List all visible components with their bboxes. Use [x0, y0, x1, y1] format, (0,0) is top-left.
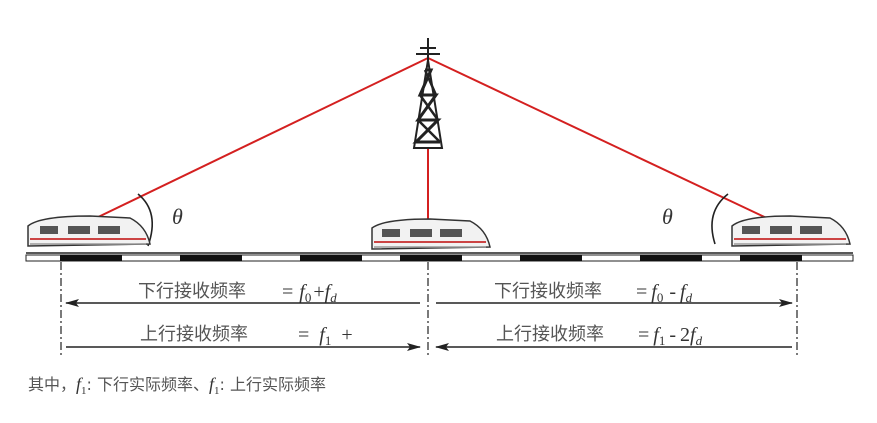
- up-formula-left: =f1+: [298, 324, 353, 348]
- up-label-left: 上行接收频率: [140, 324, 248, 345]
- down-label-left: 下行接收频率: [138, 281, 246, 302]
- down-label-right: 下行接收频率: [494, 281, 602, 302]
- down-formula-left: =f0+fd: [282, 281, 337, 305]
- train-right-icon: [731, 215, 851, 247]
- tower-icon: [412, 38, 444, 149]
- signal-line-left: [91, 57, 429, 221]
- angle-arc-right: [711, 193, 729, 245]
- footnote: 其中，f1: 下行实际频率、f1: 上行实际频率: [28, 374, 326, 397]
- angle-label-left: θ: [172, 204, 183, 229]
- signal-line-right: [427, 57, 776, 223]
- train-left-icon: [27, 215, 151, 247]
- train-center-icon: [371, 218, 491, 250]
- up-label-right: 上行接收频率: [496, 324, 604, 345]
- angle-label-right: θ: [662, 204, 673, 229]
- railway-track: [25, 252, 854, 262]
- up-formula-right: =f1-2fd: [638, 324, 703, 348]
- down-formula-right: =f0-fd: [636, 281, 693, 305]
